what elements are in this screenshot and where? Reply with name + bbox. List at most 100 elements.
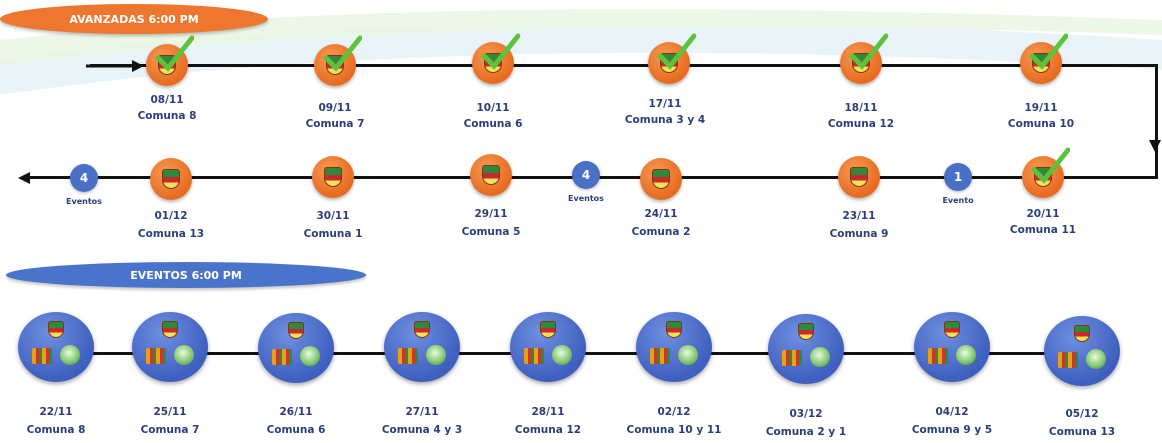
avanzada-comuna: Comuna 2 [631,226,691,238]
evento-date: 05/12 [1065,408,1099,420]
avanzada-comuna: Comuna 13 [137,228,205,240]
avanzada-date: 18/11 [844,102,878,114]
evento-date: 02/12 [657,406,691,418]
crest-icon [324,167,342,187]
avanzada-date: 17/11 [648,98,682,110]
gift-icon [272,349,292,365]
event-count-badge: 4 [572,161,600,189]
crest-icon [798,323,814,340]
ball-icon [300,346,320,366]
avanzada-circle [472,33,520,84]
avanzada-date: 19/11 [1024,102,1058,114]
evento-date: 27/11 [405,406,439,418]
avanzada-circle [838,156,880,198]
avanzada-date: 23/11 [842,210,876,222]
gift-icon [398,348,418,364]
crest-icon [850,167,868,187]
checkmark-icon [849,33,888,70]
evento-circle [18,312,94,382]
avanzada-circle [314,35,362,86]
avanzada-comuna: Comuna 8 [137,110,197,122]
avanzada-date: 29/11 [474,208,508,220]
eventos-line [70,352,1110,355]
evento-comuna: Comuna 7 [140,424,200,436]
evento-date: 25/11 [153,406,187,418]
evento-comuna: Comuna 6 [266,424,326,436]
gift-icon [928,348,948,364]
gift-icon [146,348,166,364]
crest-icon [652,169,670,189]
ball-icon [60,345,80,365]
event-count-badge: 4 [70,164,98,192]
checkmark-icon [323,35,362,72]
evento-circle [510,312,586,382]
avanzada-comuna: Comuna 5 [461,226,521,238]
avanzada-comuna: Comuna 6 [463,118,523,130]
start-arrow-icon [86,60,144,72]
avanzada-date: 01/12 [154,210,188,222]
ball-icon [552,345,572,365]
evento-circle [1044,316,1120,386]
crest-icon [482,165,500,185]
crest-icon [162,169,180,189]
row1-line [90,64,1158,67]
connector-vertical [1155,64,1158,179]
evento-comuna: Comuna 13 [1048,426,1116,438]
checkmark-icon [1029,33,1068,70]
gift-icon [782,350,802,366]
crest-icon [414,321,430,338]
evento-comuna: Comuna 4 y 3 [381,424,463,436]
evento-date: 22/11 [39,406,73,418]
avanzada-comuna: Comuna 1 [303,228,363,240]
ball-icon [174,345,194,365]
evento-comuna: Comuna 8 [26,424,86,436]
avanzada-comuna: Comuna 3 y 4 [624,114,706,126]
event-count-label: Eventos [568,194,604,203]
avanzada-comuna: Comuna 12 [827,118,895,130]
checkmark-icon [1031,147,1070,184]
crest-icon [162,321,178,338]
evento-comuna: Comuna 2 y 1 [765,426,847,438]
evento-date: 28/11 [531,406,565,418]
crest-icon [540,321,556,338]
ball-icon [956,345,976,365]
avanzada-comuna: Comuna 7 [305,118,365,130]
event-count-label: Evento [942,196,974,205]
avanzadas-header-text: AVANZADAS 6:00 PM [69,12,199,26]
avanzadas-header: AVANZADAS 6:00 PM [0,4,268,34]
avanzada-date: 09/11 [318,102,352,114]
avanzada-date: 08/11 [150,94,184,106]
ball-icon [810,347,830,367]
checkmark-icon [155,35,194,72]
evento-date: 26/11 [279,406,313,418]
gift-icon [524,348,544,364]
turn-arrow-icon [1149,140,1161,152]
avanzada-circle [840,33,888,84]
ball-icon [426,345,446,365]
evento-circle [384,312,460,382]
crest-icon [1074,325,1090,342]
checkmark-icon [481,33,520,70]
gift-icon [650,348,670,364]
avanzada-date: 10/11 [476,102,510,114]
crest-icon [666,321,682,338]
evento-comuna: Comuna 9 y 5 [911,424,993,436]
evento-circle [258,313,334,383]
evento-circle [768,314,844,384]
evento-comuna: Comuna 12 [514,424,582,436]
avanzada-circle [648,33,696,84]
eventos-header-text: EVENTOS 6:00 PM [130,268,242,282]
avanzada-date: 24/11 [644,208,678,220]
gift-icon [32,348,52,364]
avanzada-circle [146,35,194,86]
event-count-badge: 1 [944,163,972,191]
ball-icon [678,345,698,365]
evento-circle [636,312,712,382]
crest-icon [944,321,960,338]
avanzada-circle [312,156,354,198]
crest-icon [48,321,64,338]
crest-icon [288,322,304,339]
avanzada-comuna: Comuna 10 [1007,118,1075,130]
evento-circle [914,312,990,382]
end-arrow-icon [18,172,30,184]
